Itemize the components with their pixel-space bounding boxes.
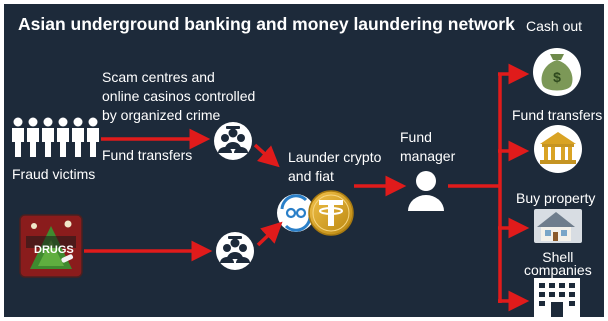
diagram-canvas: $	[12, 48, 582, 317]
fund-manager-label-line-2: manager	[400, 148, 456, 164]
diagram-title: Asian underground banking and money laun…	[18, 14, 515, 34]
crypto-exchange-icon	[277, 194, 315, 232]
launder-label: Launder crypto and fiat	[288, 148, 381, 186]
fund-transfers-right-label: Fund transfers	[512, 107, 603, 123]
crime-group-icon-top	[214, 122, 252, 160]
shell-companies-label-line-2: companies	[524, 262, 592, 278]
cash-out-label: Cash out	[526, 18, 583, 34]
fund-manager-label: Fund manager	[400, 128, 455, 166]
drugs-label: DRUGS	[34, 244, 74, 256]
svg-text:$: $	[553, 69, 561, 85]
flow-arrows	[84, 63, 530, 312]
shell-companies-label: Shell companies	[524, 249, 592, 278]
shell-companies-label-line-1: Shell	[542, 249, 574, 265]
diagram-panel: $	[4, 4, 604, 317]
fraud-victims-label: Fraud victims	[12, 166, 96, 182]
fund-manager-label-line-1: Fund	[400, 129, 432, 145]
arrow-scam-to-launder	[253, 143, 280, 168]
buy-property-label: Buy property	[516, 190, 596, 206]
fund-manager-icon	[408, 171, 444, 211]
fund-transfers-left-label: Fund transfers	[102, 147, 193, 163]
fraud-victims-icon	[12, 117, 99, 157]
office-building-icon	[534, 278, 580, 317]
money-bag-icon: $	[533, 48, 581, 96]
drugs-image	[19, 214, 83, 278]
tether-coin-icon	[308, 190, 354, 236]
bank-icon	[534, 125, 582, 173]
launder-label-line-1: Launder crypto	[288, 149, 382, 165]
house-icon	[534, 209, 582, 243]
scam-label-line-1: Scam centres and	[102, 69, 215, 85]
scam-centres-label: Scam centres and online casinos controll…	[102, 68, 255, 125]
launder-label-line-2: and fiat	[288, 168, 334, 184]
scam-label-line-3: by organized crime	[102, 107, 221, 123]
scam-label-line-2: online casinos controlled	[102, 88, 256, 104]
crime-group-icon-bottom	[216, 232, 254, 270]
arrow-crime-to-launder	[256, 221, 283, 247]
